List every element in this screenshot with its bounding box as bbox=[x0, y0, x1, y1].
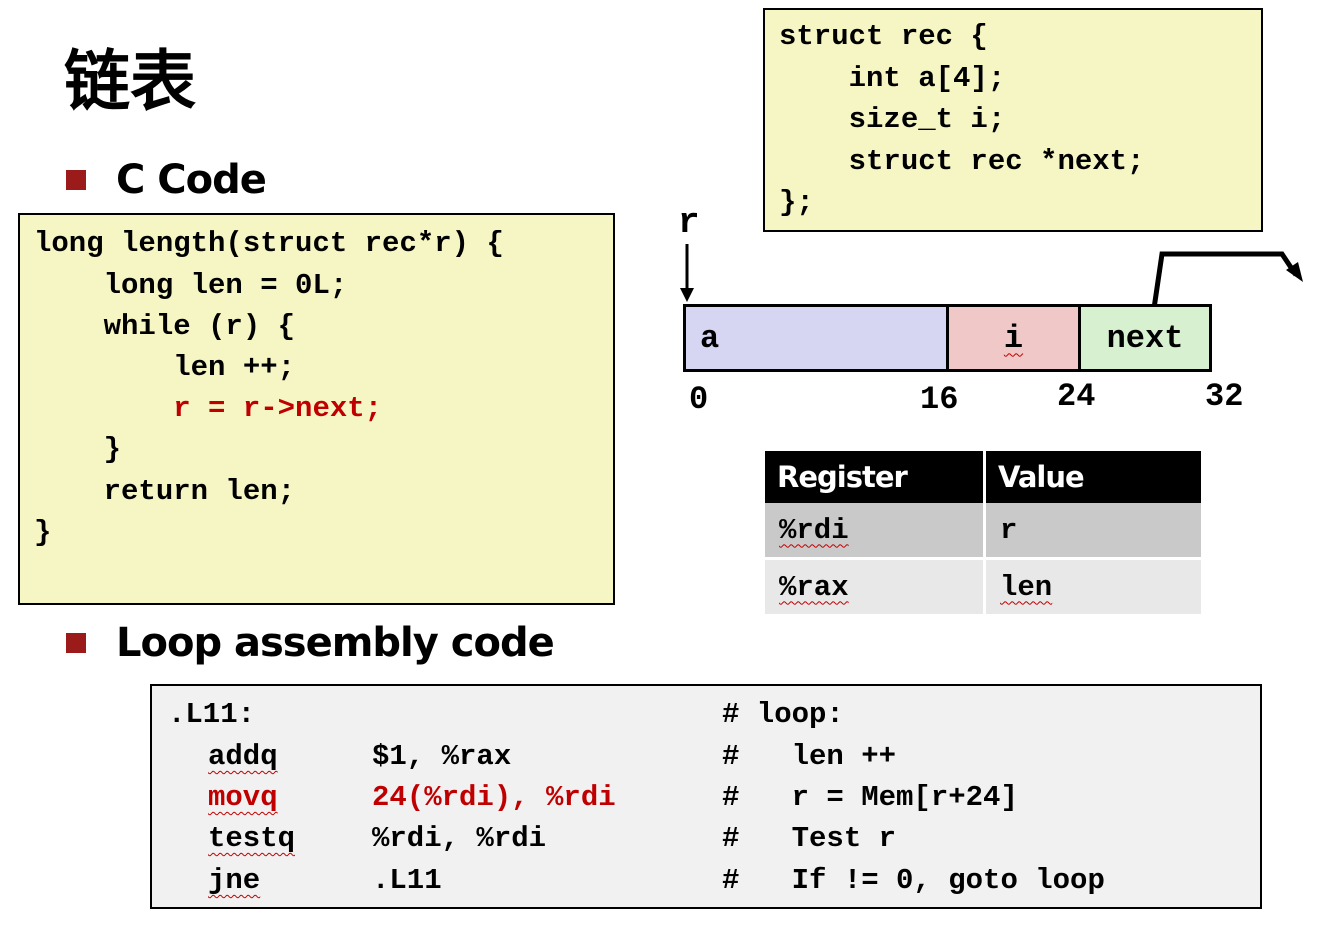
struct-line: int a[4]; bbox=[779, 62, 1006, 95]
asm-comment: # Test r bbox=[722, 822, 897, 855]
struct-line: struct rec *next; bbox=[779, 145, 1145, 178]
struct-line: size_t i; bbox=[779, 103, 1006, 136]
table-row: %rdi r bbox=[765, 503, 1201, 560]
asm-args-highlighted: 24(%rdi), %rdi bbox=[372, 781, 616, 814]
asm-args: $1, %rax bbox=[372, 740, 512, 773]
asm-args: %rdi, %rdi bbox=[372, 822, 547, 855]
asm-comment: # If != 0, goto loop bbox=[722, 864, 1105, 897]
field-i: i bbox=[946, 304, 1081, 372]
asm-label: .L11: bbox=[168, 698, 256, 731]
table-cell: len bbox=[983, 560, 1201, 614]
code-line: } bbox=[34, 516, 52, 549]
table-header-row: Register Value bbox=[765, 451, 1201, 503]
bullet-c-code: C Code bbox=[66, 157, 267, 203]
code-line: long len = 0L; bbox=[34, 269, 348, 302]
table-row: %rax len bbox=[765, 560, 1201, 614]
code-line-highlighted: r = r->next; bbox=[34, 392, 383, 425]
table-cell: %rax bbox=[765, 560, 983, 614]
asm-op: testq bbox=[208, 822, 296, 855]
code-line: len ++; bbox=[34, 351, 296, 384]
field-a: a bbox=[683, 304, 949, 372]
code-line: return len; bbox=[34, 475, 296, 508]
table-cell: %rdi bbox=[765, 503, 983, 560]
asm-comment: # loop: bbox=[722, 698, 844, 731]
column-header: Register bbox=[765, 451, 983, 503]
assembly-code-box: .L11: # loop: addq $1, %rax # len ++ mov… bbox=[150, 684, 1262, 909]
column-header: Value bbox=[983, 451, 1201, 503]
code-line: } bbox=[34, 433, 122, 466]
bullet-label: Loop assembly code bbox=[116, 620, 555, 666]
pointer-label: r bbox=[678, 202, 700, 243]
asm-op: addq bbox=[208, 740, 278, 773]
page-title: 链表 bbox=[64, 43, 196, 120]
pointer-arrow-icon bbox=[680, 244, 694, 302]
asm-op-highlighted: movq bbox=[208, 781, 278, 814]
asm-comment: # r = Mem[r+24] bbox=[722, 781, 1018, 814]
bullet-square-icon bbox=[66, 170, 86, 190]
asm-op: jne bbox=[208, 864, 261, 897]
offset-label: 24 bbox=[1057, 378, 1096, 415]
offset-label: 32 bbox=[1205, 378, 1244, 415]
struct-def-box: struct rec { int a[4]; size_t i; struct … bbox=[763, 8, 1263, 232]
code-line: while (r) { bbox=[34, 310, 296, 343]
register-table: Register Value %rdi r %rax len bbox=[765, 451, 1201, 614]
table-cell: r bbox=[983, 503, 1201, 560]
field-label: a bbox=[700, 319, 720, 357]
offset-label: 16 bbox=[920, 381, 959, 418]
bullet-square-icon bbox=[66, 633, 86, 653]
asm-args: .L11 bbox=[372, 864, 442, 897]
field-label: i bbox=[1003, 319, 1024, 357]
asm-comment: # len ++ bbox=[722, 740, 897, 773]
offset-label: 0 bbox=[689, 381, 709, 418]
bullet-label: C Code bbox=[116, 157, 267, 203]
struct-line: struct rec { bbox=[779, 20, 988, 53]
bullet-loop-assembly: Loop assembly code bbox=[66, 620, 555, 666]
struct-line: }; bbox=[779, 186, 814, 219]
c-code-box: long length(struct rec*r) { long len = 0… bbox=[18, 213, 615, 605]
field-next: next bbox=[1078, 304, 1212, 372]
code-line: long length(struct rec*r) { bbox=[34, 227, 504, 260]
field-label: next bbox=[1106, 319, 1184, 357]
